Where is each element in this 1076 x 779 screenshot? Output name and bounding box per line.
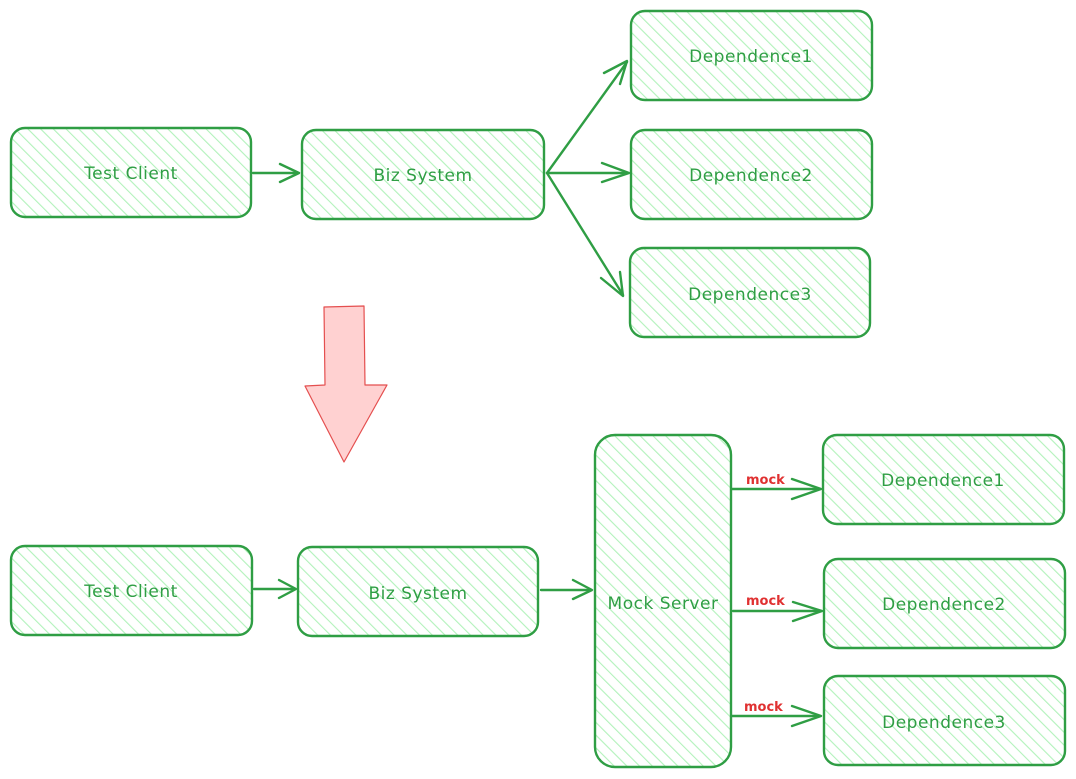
arrowhead-icon (277, 578, 298, 600)
mock-label: mock (744, 700, 783, 715)
top-node-dependence3[interactable]: Dependence3 (628, 246, 872, 339)
mock-label: mock (746, 473, 785, 488)
node-label: Dependence3 (882, 713, 1006, 733)
top-node-dependence1[interactable]: Dependence1 (629, 9, 874, 102)
mock-label: mock (746, 594, 785, 609)
arrowhead-icon (790, 477, 823, 501)
node-label: Dependence3 (688, 285, 812, 305)
node-label: Dependence2 (689, 166, 813, 186)
top-diagram: Test Client Biz System Dependence1 Depen… (9, 9, 874, 339)
arrowhead-icon (602, 59, 629, 86)
top-node-dependence2[interactable]: Dependence2 (629, 128, 874, 221)
bottom-edge-mock-to-dep1: mock (730, 473, 823, 501)
node-box (300, 128, 546, 221)
node-box (628, 246, 872, 339)
bottom-diagram: Test Client Biz System Mock Server Depen… (9, 433, 1067, 769)
node-box (629, 128, 874, 221)
bottom-node-dependence3[interactable]: Dependence3 (822, 674, 1067, 767)
node-box (822, 674, 1067, 767)
node-label: Test Client (83, 582, 178, 602)
node-label: Test Client (83, 164, 178, 184)
node-label: Dependence1 (689, 47, 813, 67)
node-label: Dependence2 (882, 595, 1006, 615)
bottom-node-test-client[interactable]: Test Client (9, 544, 254, 637)
top-edge-biz-to-dep1 (545, 59, 629, 175)
edge-line (545, 171, 625, 297)
bottom-node-dependence2[interactable]: Dependence2 (822, 557, 1067, 650)
node-box (821, 433, 1066, 526)
top-node-biz-system[interactable]: Biz System (300, 128, 546, 221)
node-box (9, 544, 254, 637)
arrowhead-icon (791, 600, 824, 623)
arrowhead-icon (790, 704, 823, 728)
bottom-edge-client-to-biz (252, 578, 298, 600)
node-label: Mock Server (608, 594, 719, 614)
arrowhead-icon (571, 578, 594, 601)
arrowhead-icon (278, 162, 301, 184)
top-edge-biz-to-dep2 (545, 161, 631, 184)
node-box (629, 9, 874, 102)
bottom-edge-mock-to-dep3: mock (730, 700, 823, 728)
transition-down-arrow-icon (304, 305, 388, 463)
top-node-test-client[interactable]: Test Client (9, 126, 253, 219)
bottom-node-dependence1[interactable]: Dependence1 (821, 433, 1066, 526)
edge-line (545, 60, 629, 175)
bottom-node-mock-server[interactable]: Mock Server (593, 433, 733, 769)
node-box (593, 433, 733, 769)
arrowhead-icon (600, 161, 631, 184)
node-box (296, 545, 540, 638)
bottom-edge-biz-to-mock-server (539, 578, 594, 601)
bottom-node-biz-system[interactable]: Biz System (296, 545, 540, 638)
node-label: Biz System (368, 584, 467, 604)
node-label: Dependence1 (881, 471, 1005, 491)
node-label: Biz System (373, 166, 472, 186)
arrowhead-icon (599, 270, 625, 298)
node-box (822, 557, 1067, 650)
bottom-edge-mock-to-dep2: mock (731, 594, 824, 623)
node-box (9, 126, 253, 219)
top-edge-client-to-biz (251, 162, 301, 184)
top-edge-biz-to-dep3 (545, 171, 625, 298)
